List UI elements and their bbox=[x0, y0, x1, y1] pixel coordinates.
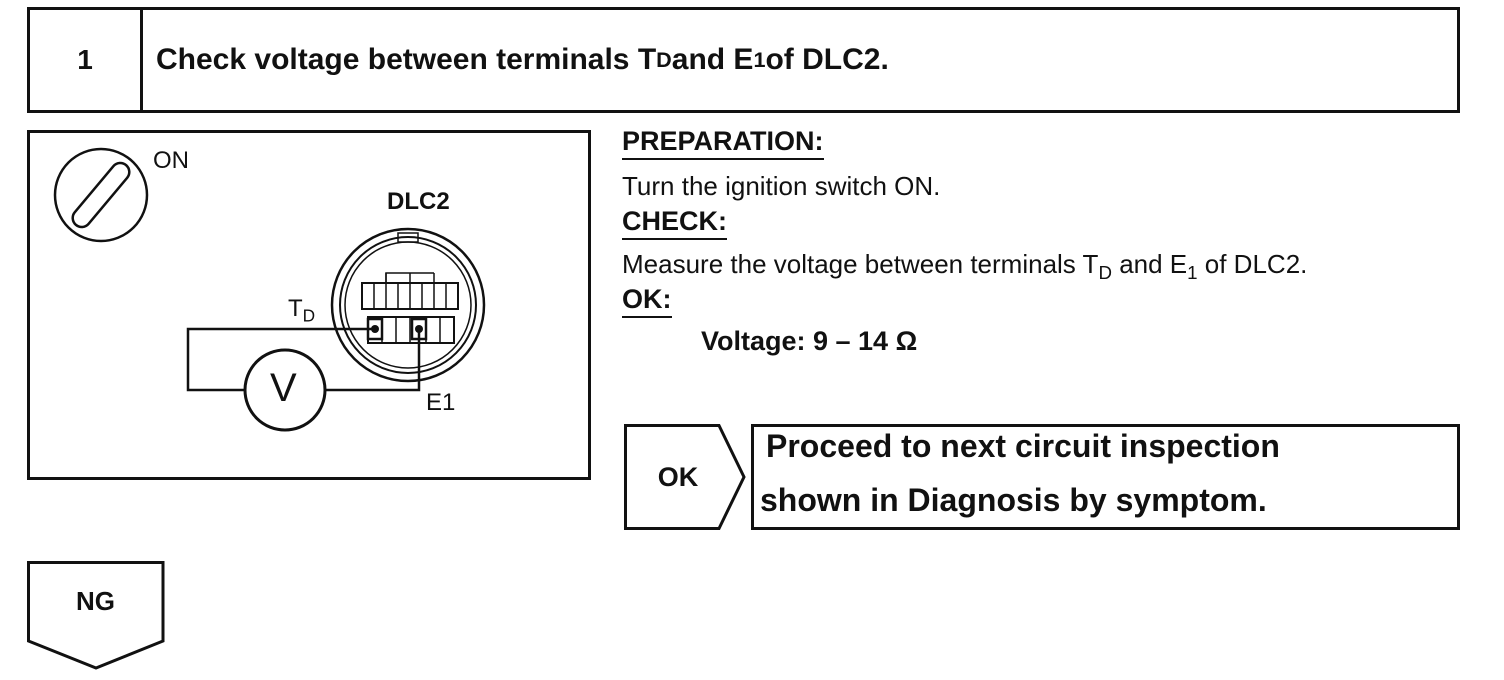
ok-label: OK bbox=[657, 461, 699, 492]
dlc2-diagram bbox=[53, 147, 486, 432]
ng-label: NG bbox=[76, 585, 115, 616]
step-title-subscript: D bbox=[656, 47, 672, 72]
terminal-td-subscript: D bbox=[302, 305, 316, 326]
step-title-part: of DLC2. bbox=[765, 43, 889, 76]
step-title-part: Check voltage between terminals T bbox=[156, 43, 657, 76]
ok-heading: OK: bbox=[622, 284, 672, 318]
check-text-subscript: 1 bbox=[1187, 261, 1198, 283]
voltmeter-icon bbox=[243, 348, 327, 432]
connector-label: DLC2 bbox=[387, 188, 450, 215]
test-leads bbox=[186, 327, 421, 392]
switch-on-label: ON bbox=[153, 147, 189, 174]
check-text: Measure the voltage between terminals TD… bbox=[622, 249, 1307, 284]
wiring-illustration: ON DLC2 TD E1 V bbox=[27, 130, 591, 480]
step-title-part: and E bbox=[671, 43, 754, 76]
preparation-heading: PREPARATION: bbox=[622, 126, 824, 160]
check-text-part: of DLC2. bbox=[1197, 249, 1308, 279]
check-text-part: Measure the voltage between terminals T bbox=[622, 249, 1099, 279]
ignition-switch-icon bbox=[53, 147, 149, 243]
ok-result-line2: shown in Diagnosis by symptom. bbox=[760, 482, 1267, 518]
voltmeter-symbol: V bbox=[270, 366, 297, 410]
check-heading: CHECK: bbox=[622, 206, 727, 240]
terminal-td-main: T bbox=[288, 295, 303, 322]
voltage-spec: Voltage: 9 – 14 Ω bbox=[701, 326, 918, 356]
ok-arrow-icon bbox=[624, 424, 746, 530]
ok-result-line1: Proceed to next circuit inspection bbox=[766, 428, 1280, 464]
dlc2-connector-icon bbox=[330, 227, 486, 383]
step-title-subscript: 1 bbox=[753, 47, 766, 72]
step-number: 1 bbox=[30, 10, 143, 110]
check-text-part: and E bbox=[1111, 249, 1188, 279]
check-text-subscript: D bbox=[1098, 261, 1112, 283]
terminal-td-label: TD bbox=[288, 295, 315, 327]
ok-result-box: Proceed to next circuit inspection shown… bbox=[751, 424, 1460, 530]
ng-arrow-icon bbox=[27, 561, 165, 670]
terminal-e1-label: E1 bbox=[426, 389, 456, 416]
preparation-text: Turn the ignition switch ON. bbox=[622, 171, 941, 201]
